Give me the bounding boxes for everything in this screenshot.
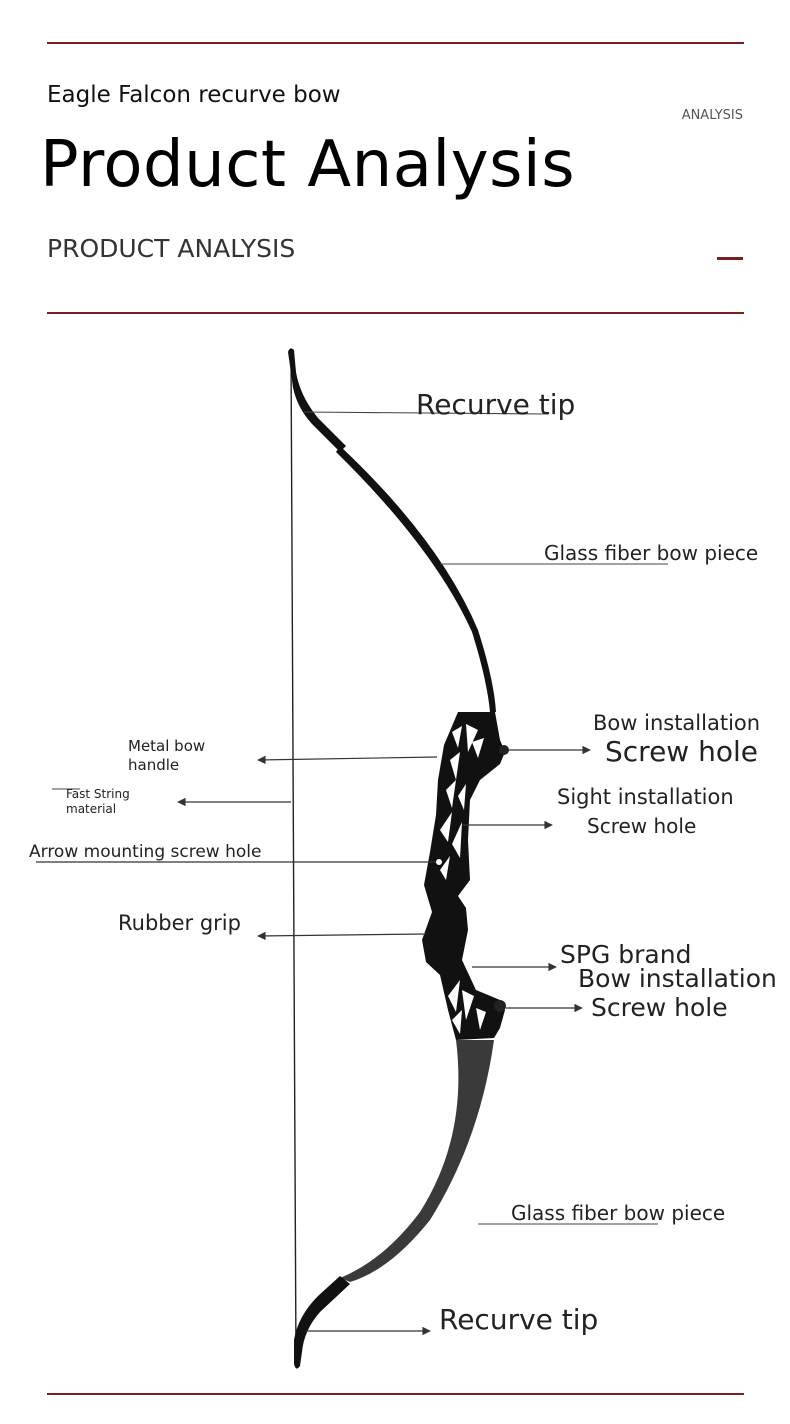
arrow-lines — [36, 745, 591, 1336]
label-bow-installation-top: Bow installation — [593, 711, 761, 735]
accent-dash — [717, 257, 743, 260]
label-bow-installation-bottom: Bow installation — [578, 964, 777, 993]
label-screw-hole-bottom: Screw hole — [591, 993, 728, 1022]
lower-recurve-tip — [294, 1276, 350, 1369]
bottom-rule — [47, 1393, 744, 1395]
product-subtitle: Eagle Falcon recurve bow — [47, 82, 341, 108]
upper-limb-bolt — [499, 745, 509, 755]
upper-limb — [336, 446, 496, 712]
label-rubber-grip: Rubber grip — [118, 911, 241, 935]
bow-string — [290, 351, 297, 1361]
corner-label: ANALYSIS — [681, 108, 743, 123]
label-metal-bow-handle-1: Metal bow — [128, 737, 206, 755]
leader-lines — [52, 411, 668, 1225]
label-screw-hole-top: Screw hole — [605, 735, 758, 768]
label-glass-fiber-bottom: Glass fiber bow piece — [511, 1201, 726, 1225]
label-fast-string-1: Fast String — [66, 787, 130, 801]
label-recurve-tip-top: Recurve tip — [416, 388, 576, 421]
lower-limb-bolt — [494, 1000, 506, 1012]
metal-riser — [422, 712, 505, 1040]
label-sight-installation: Sight installation — [557, 785, 734, 809]
label-spg-brand: SPG brand — [560, 940, 692, 969]
label-glass-fiber-top: Glass fiber bow piece — [544, 541, 759, 565]
label-arrow-mounting: Arrow mounting screw hole — [29, 842, 262, 862]
page-title: Product Analysis — [40, 128, 576, 202]
label-metal-bow-handle-2: handle — [128, 756, 180, 774]
riser-cutouts — [436, 724, 486, 1034]
upper-recurve-tip — [288, 348, 346, 452]
label-recurve-tip-bottom: Recurve tip — [439, 1303, 599, 1336]
label-sight-screw-hole: Screw hole — [587, 814, 697, 838]
section-label: PRODUCT ANALYSIS — [47, 234, 296, 263]
header-rule — [47, 312, 744, 314]
lower-limb — [340, 1040, 494, 1282]
top-rule — [47, 42, 744, 44]
label-fast-string-2: material — [66, 802, 117, 816]
